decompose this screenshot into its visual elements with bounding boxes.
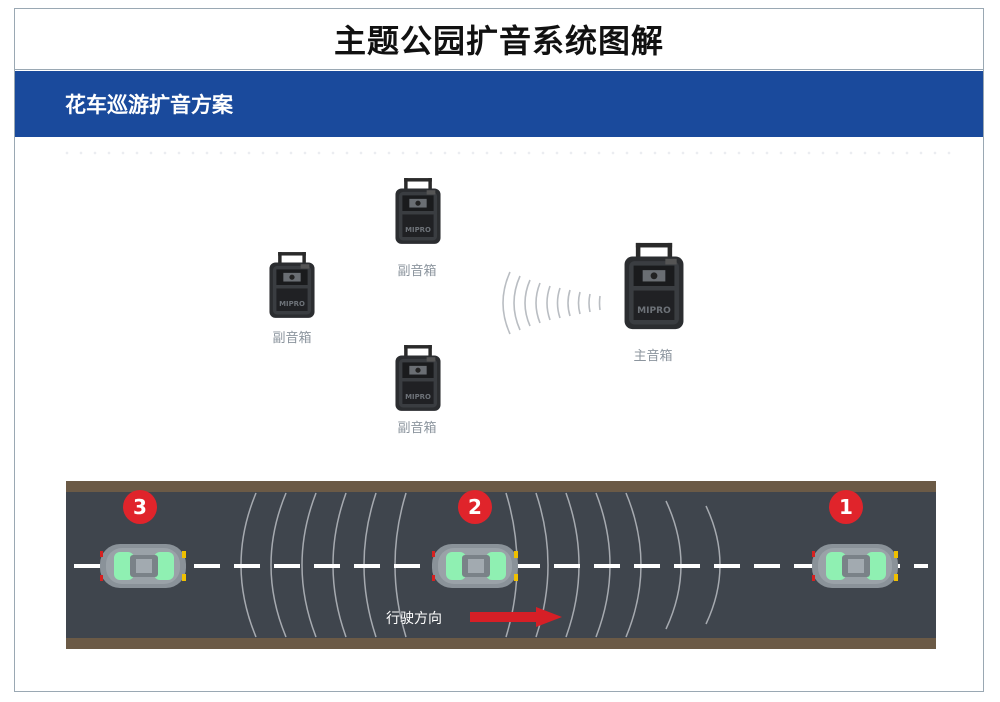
section-title: 花车巡游扩音方案: [65, 93, 233, 117]
sub-speaker-top: MIPRO: [392, 178, 444, 248]
parade-road: [66, 481, 936, 649]
sub-speaker-top-label: 副音箱: [397, 264, 437, 279]
speaker-brand: MIPRO: [405, 226, 431, 234]
main-speaker: MIPRO: [620, 238, 688, 338]
float-car-3: [100, 544, 186, 588]
car-number-badge-2: 2: [458, 490, 492, 524]
speaker-brand: MIPRO: [405, 393, 431, 401]
speaker-brand: MIPRO: [637, 306, 671, 316]
direction-label: 行驶方向: [386, 611, 442, 627]
car-number-badge-1: 1: [829, 490, 863, 524]
outer-frame: [14, 8, 984, 692]
float-car-1: [812, 544, 898, 588]
title-bar: 主题公园扩音系统图解: [14, 8, 984, 70]
main-speaker-label: 主音箱: [633, 349, 673, 364]
float-car-2: [432, 544, 518, 588]
sound-waves-icon: [502, 271, 601, 335]
section-header: 花车巡游扩音方案: [15, 71, 983, 137]
car-number-badge-3: 3: [123, 490, 157, 524]
speaker-icon: MIPRO: [269, 252, 315, 318]
speaker-brand: MIPRO: [279, 300, 305, 308]
decorative-dot-row: [60, 148, 960, 158]
page-title: 主题公园扩音系统图解: [333, 21, 664, 60]
sub-speaker-left-label: 副音箱: [272, 331, 312, 346]
sub-speaker-bottom-label: 副音箱: [397, 421, 437, 436]
sub-speaker-left: MIPRO: [266, 252, 318, 322]
speaker-icon: MIPRO: [395, 345, 441, 411]
speaker-icon: MIPRO: [395, 178, 441, 244]
direction-arrow: [470, 607, 562, 627]
speaker-icon: MIPRO: [624, 242, 684, 330]
sub-speaker-bottom: MIPRO: [392, 345, 444, 415]
